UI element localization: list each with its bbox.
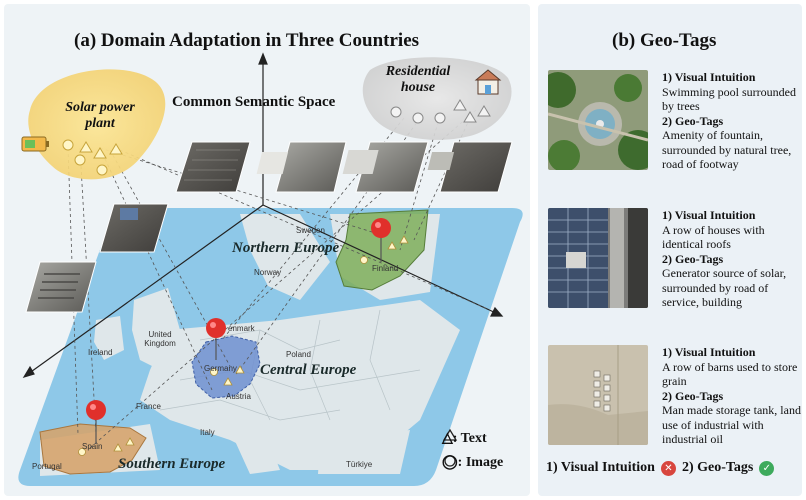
aerial-image-tiles [25, 141, 513, 313]
country-norway: Norway [254, 268, 282, 277]
southern-europe-region [39, 423, 147, 475]
bottom-geo-tags-label: 2) Geo-Tags [681, 460, 754, 475]
map-pin-icon [206, 318, 226, 360]
geo-tags-heading: 2) Geo-Tags [662, 388, 724, 403]
aerial-tile [439, 141, 513, 193]
visual-intuition-text: Swimming pool surrounded by trees [662, 84, 796, 114]
geo-tags-heading: 2) Geo-Tags [662, 251, 724, 266]
battery-icon [21, 136, 49, 152]
cross-icon: ✕ [660, 460, 676, 476]
country-ireland: Ireland [88, 348, 113, 357]
solar-power-plant-cluster [21, 69, 166, 180]
geo-tags-text: Man made storage tank, land use of indus… [662, 403, 801, 446]
aerial-thumbnail-storage-tanks [548, 345, 648, 445]
image-circle-icon [444, 455, 456, 467]
visual-intuition-text: A row of houses with identical roofs [662, 222, 765, 252]
country-germany: Germany [204, 364, 237, 373]
legend-image: ◯: Image [442, 455, 504, 470]
geo-tag-card-3: 1) Visual Intuition A row of barns used … [548, 345, 801, 455]
common-semantic-space-label: Common Semantic Space [172, 94, 336, 110]
country-turkey: Türkiye [346, 460, 373, 469]
legend-text: △: Text [442, 431, 487, 446]
map-pin-icon [371, 218, 391, 262]
map-pin-icon [86, 400, 106, 444]
central-europe-label: Central Europe [260, 362, 357, 378]
geo-tag-card-2: 1) Visual Intuition A row of houses with… [548, 208, 798, 318]
geo-tags-text: Generator source of solar, surrounded by… [662, 266, 787, 309]
right-panel-title: (b) Geo-Tags [612, 30, 717, 51]
southern-europe-label: Southern Europe [118, 456, 226, 472]
visual-intuition-heading: 1) Visual Intuition [662, 345, 756, 359]
aerial-thumbnail-fountain [548, 70, 648, 170]
visual-intuition-heading: 1) Visual Intuition [662, 208, 756, 222]
aerial-tile [99, 203, 169, 253]
geo-tags-text: Amenity of fountain, surrounded by natur… [662, 128, 792, 171]
comparison-legend: 1) Visual Intuition ✕ 2) Geo-Tags ✓ [546, 460, 775, 476]
northern-europe-label: Northern Europe [232, 240, 340, 256]
geo-tags-heading: 2) Geo-Tags [662, 113, 724, 128]
left-panel-title: (a) Domain Adaptation in Three Countries [74, 30, 420, 51]
house-icon [474, 69, 502, 95]
country-spain: Spain [82, 442, 103, 451]
country-sweden: Sweden [296, 226, 325, 235]
country-finland: Finland [372, 264, 399, 273]
geo-tag-card-1: 1) Visual Intuition Swimming pool surrou… [548, 70, 798, 180]
aerial-tile [275, 141, 347, 193]
central-europe-region [191, 335, 261, 399]
northern-europe-region [335, 209, 429, 291]
country-portugal: Portugal [32, 462, 62, 471]
bottom-visual-intuition-label: 1) Visual Intuition [546, 460, 655, 475]
visual-intuition-heading: 1) Visual Intuition [662, 70, 756, 84]
europe-map [18, 208, 523, 486]
text-triangle-icon [442, 428, 458, 441]
visual-intuition-text: A row of barns used to store grain [662, 359, 798, 389]
aerial-tile [175, 141, 251, 193]
country-denmark: enmark [228, 324, 255, 333]
residential-house-cluster [362, 57, 512, 140]
residential-house-label: Residential house [385, 64, 451, 95]
country-italy: Italy [200, 428, 215, 437]
country-france: France [136, 402, 161, 411]
solar-power-plant-label: Solar power plant [65, 100, 135, 131]
semantic-axes [22, 52, 504, 379]
domain-adaptation-illustration [18, 52, 523, 486]
aerial-thumbnail-solar-roofs [548, 208, 648, 308]
country-poland: Poland [286, 350, 311, 359]
check-icon: ✓ [759, 460, 775, 476]
country-uk: United Kingdom [144, 330, 176, 348]
country-austria: Austria [226, 392, 251, 401]
